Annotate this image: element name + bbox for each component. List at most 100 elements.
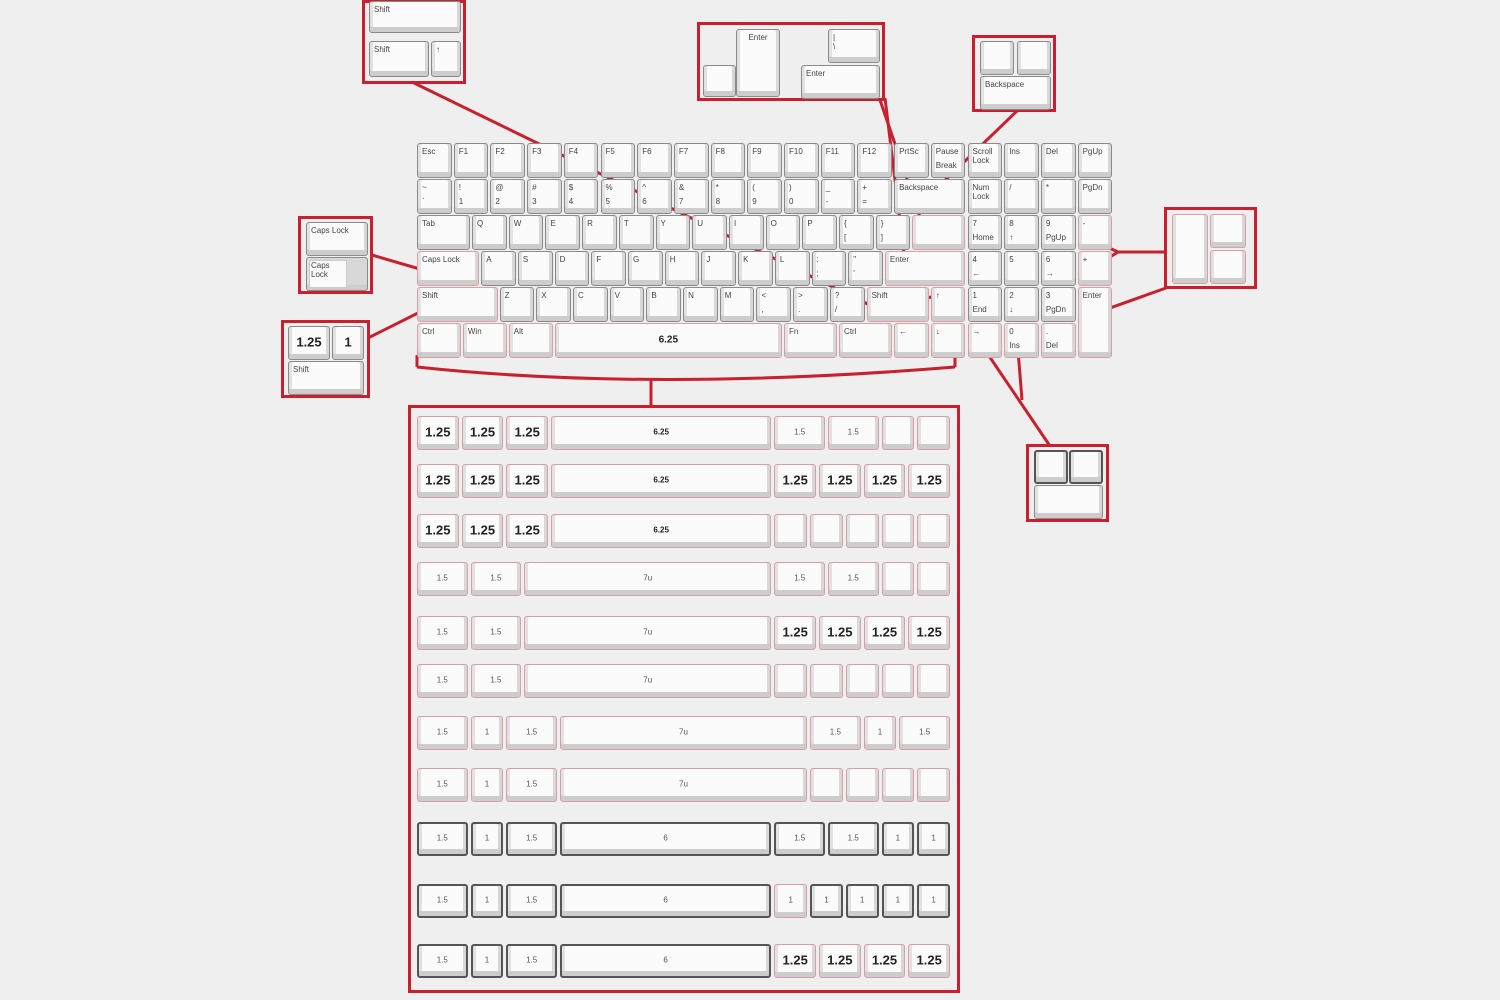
key-num-9[interactable]: (9 [747, 179, 782, 214]
key-caps-12[interactable]: Enter [884, 251, 966, 286]
key-bottom-6[interactable]: ← [894, 323, 929, 358]
key-bottom-8[interactable]: → [967, 323, 1003, 358]
bottom-row-8-key-4[interactable]: 7u [559, 768, 808, 802]
key-f7[interactable]: F7 [673, 143, 709, 178]
bottom-row-3-key-2[interactable]: 1.25 [461, 514, 504, 548]
bottom-row-7-key-1[interactable]: 1.5 [417, 716, 468, 750]
key-shift-3[interactable]: C [572, 287, 608, 322]
key-shift-16[interactable]: Enter [1077, 287, 1113, 358]
key-tab-17[interactable]: - [1077, 215, 1113, 250]
bottom-row-3-key-1[interactable]: 1.25 [417, 514, 459, 548]
key-shift-5[interactable]: B [646, 287, 682, 322]
key-shift-short[interactable]: Shift [369, 41, 429, 77]
key-tab-3[interactable]: E [545, 215, 581, 250]
key-num-10[interactable]: )0 [784, 179, 819, 214]
key-shift-full[interactable]: Shift [369, 1, 461, 33]
key-f2[interactable]: F2 [490, 143, 526, 178]
bottom-row-1-key-2[interactable]: 1.25 [461, 416, 504, 450]
bottom-row-6-key-1[interactable]: 1.5 [417, 664, 468, 698]
key-num-17[interactable]: PgDn [1077, 179, 1113, 214]
key-numpad-split-top[interactable] [1210, 214, 1246, 248]
key-f1[interactable]: F1 [453, 143, 489, 178]
bottom-row-2-key-8[interactable]: 1.25 [908, 464, 950, 498]
bottom-row-2-key-7[interactable]: 1.25 [863, 464, 906, 498]
key-caps-9[interactable]: L [774, 251, 810, 286]
key-caps-14[interactable]: 5 [1004, 251, 1039, 286]
bottom-row-6-key-6[interactable] [845, 664, 879, 698]
bottom-row-10-key-4[interactable]: 6 [559, 884, 772, 918]
key-ins[interactable]: Ins [1004, 143, 1039, 178]
key-shift-4[interactable]: V [609, 287, 645, 322]
key-caps-16[interactable]: + [1077, 251, 1113, 286]
bottom-row-10-key-6[interactable]: 1 [810, 884, 843, 918]
bottom-row-10-key-5[interactable]: 1 [774, 884, 808, 918]
key-shift-14[interactable]: 2↓ [1004, 287, 1039, 322]
key-f10[interactable]: F10 [784, 143, 819, 178]
bottom-row-4-key-2[interactable]: 1.5 [470, 562, 522, 596]
key-shift-10[interactable]: ?/ [829, 287, 865, 322]
key-shift-6[interactable]: N [683, 287, 718, 322]
key-caps-4[interactable]: F [591, 251, 626, 286]
key-bottom-5[interactable]: Ctrl [839, 323, 893, 358]
key-prtsc[interactable]: PrtSc [894, 143, 929, 178]
key-caps-7[interactable]: J [701, 251, 737, 286]
key-caps-2[interactable]: S [517, 251, 553, 286]
key-caps-1[interactable]: A [481, 251, 516, 286]
bottom-row-11-key-6[interactable]: 1.25 [819, 944, 861, 978]
key-shift-iso[interactable]: Shift [288, 361, 364, 395]
bottom-row-11-key-7[interactable]: 1.25 [863, 944, 906, 978]
key-iso-small[interactable] [703, 65, 736, 97]
key-split-bs-left[interactable] [980, 41, 1014, 75]
bottom-row-4-key-1[interactable]: 1.5 [417, 562, 468, 596]
bottom-row-1-key-3[interactable]: 1.25 [506, 416, 548, 450]
key-num-16[interactable]: * [1040, 179, 1076, 214]
bottom-row-2-key-3[interactable]: 1.25 [506, 464, 548, 498]
bottom-row-10-key-2[interactable]: 1 [470, 884, 504, 918]
bottom-row-2-key-6[interactable]: 1.25 [819, 464, 861, 498]
bottom-row-4-key-6[interactable] [881, 562, 915, 596]
bottom-row-10-key-9[interactable]: 1 [917, 884, 950, 918]
bottom-row-10-key-7[interactable]: 1 [845, 884, 879, 918]
bottom-row-3-key-5[interactable] [774, 514, 808, 548]
key-tab-11[interactable]: {[ [839, 215, 874, 250]
bottom-row-7-key-3[interactable]: 1.5 [506, 716, 557, 750]
key-shift-0[interactable]: Shift [417, 287, 498, 322]
bottom-row-5-key-5[interactable]: 1.25 [819, 616, 861, 650]
key-shift-1[interactable]: Z [499, 287, 535, 322]
bottom-row-7-key-7[interactable]: 1.5 [899, 716, 950, 750]
bottom-row-9-key-2[interactable]: 1 [470, 822, 504, 856]
bottom-row-9-key-8[interactable]: 1 [917, 822, 950, 856]
bottom-row-8-key-2[interactable]: 1 [470, 768, 504, 802]
bottom-row-6-key-7[interactable] [881, 664, 915, 698]
bottom-row-10-key-3[interactable]: 1.5 [506, 884, 557, 918]
key-caps-13[interactable]: 4← [967, 251, 1003, 286]
key-num-1[interactable]: !1 [453, 179, 489, 214]
bottom-row-2-key-5[interactable]: 1.25 [774, 464, 816, 498]
bottom-row-5-key-6[interactable]: 1.25 [863, 616, 906, 650]
bottom-row-3-key-8[interactable] [881, 514, 915, 548]
bottom-row-1-key-7[interactable] [881, 416, 915, 450]
bottom-row-11-key-4[interactable]: 6 [559, 944, 772, 978]
key-tab-9[interactable]: O [765, 215, 801, 250]
key-backspace[interactable]: Backspace [980, 76, 1051, 110]
bottom-row-11-key-1[interactable]: 1.5 [417, 944, 468, 978]
key-f5[interactable]: F5 [600, 143, 636, 178]
key-num-7[interactable]: &7 [673, 179, 709, 214]
key-iso-enter[interactable]: Enter [736, 29, 780, 97]
key-f6[interactable]: F6 [637, 143, 672, 178]
key-num-0[interactable]: ~` [417, 179, 452, 214]
bottom-row-3-key-9[interactable] [917, 514, 950, 548]
key-1[interactable]: 1 [332, 326, 364, 360]
bottom-row-6-key-3[interactable]: 7u [524, 664, 772, 698]
key-bottom-4[interactable]: Fn [784, 323, 838, 358]
key-1.25[interactable]: 1.25 [288, 326, 330, 360]
key-del[interactable]: Del [1040, 143, 1076, 178]
key-bottom-10[interactable]: .Del [1040, 323, 1076, 358]
bottom-row-7-key-6[interactable]: 1 [863, 716, 897, 750]
bottom-row-8-key-3[interactable]: 1.5 [506, 768, 557, 802]
bottom-row-5-key-1[interactable]: 1.5 [417, 616, 468, 650]
